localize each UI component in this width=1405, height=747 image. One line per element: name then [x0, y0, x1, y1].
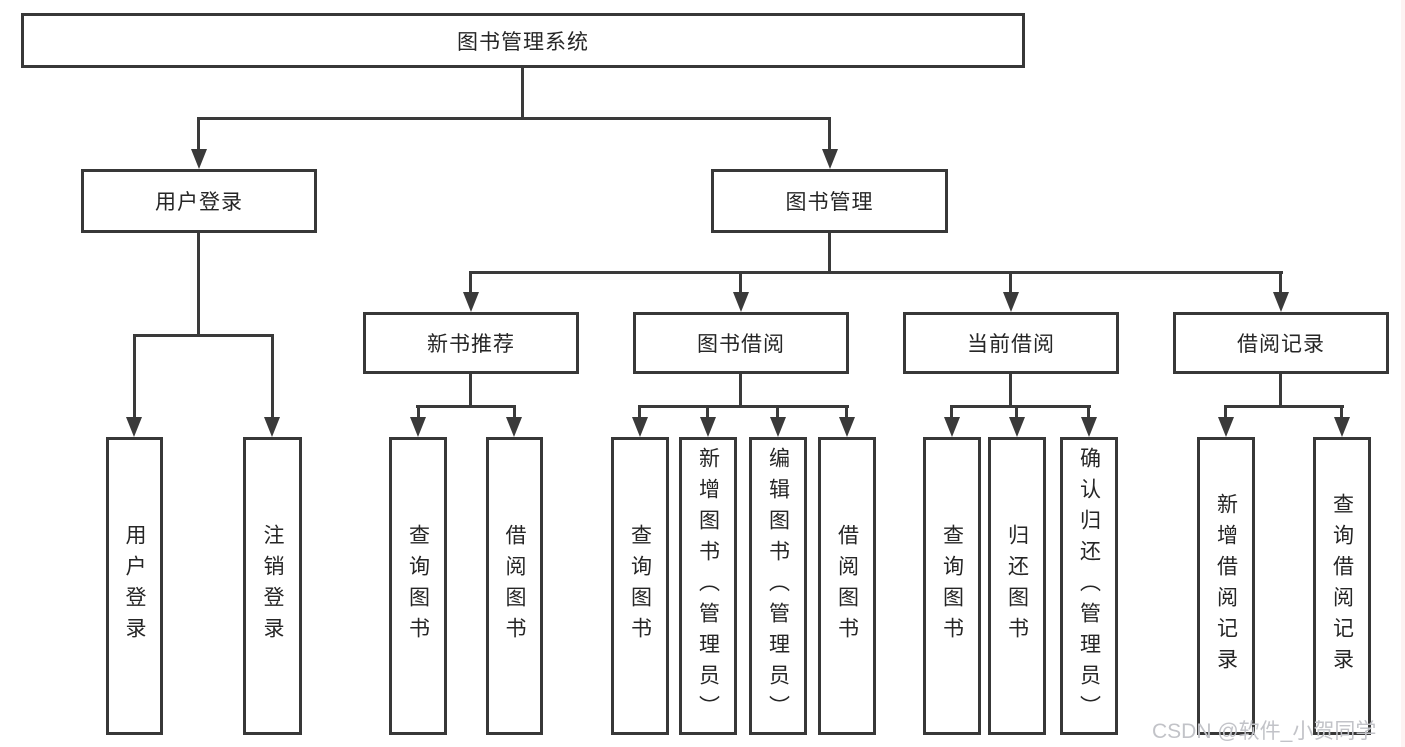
connector-book-management-stem: [828, 233, 831, 273]
leaf-label: 新增图书（管理员）: [696, 446, 720, 726]
leaf-label: 查询图书: [628, 524, 652, 648]
leaf-confirm-return-admin: 确认归还（管理员）: [1060, 437, 1118, 735]
connector-borrow-records-split: [1224, 405, 1344, 408]
arrowhead-leaf: [1218, 417, 1234, 437]
connector-stem-leaf: [513, 405, 516, 421]
arrowhead-leaf-user-login: [126, 417, 142, 437]
connector-stem-leaf: [1340, 405, 1343, 421]
leaf-label: 确认归还（管理员）: [1077, 446, 1101, 726]
connector-borrow-records-stem: [1279, 374, 1282, 408]
node-user-login: 用户登录: [81, 169, 317, 233]
node-book-borrow: 图书借阅: [633, 312, 849, 374]
leaf-query-books-current: 查询图书: [923, 437, 981, 735]
leaf-label: 注销登录: [261, 524, 284, 648]
connector-root-split: [197, 117, 831, 120]
connector-book-borrow-split: [638, 405, 849, 408]
arrowhead-leaf: [506, 417, 522, 437]
leaf-label: 查询图书: [940, 524, 964, 648]
leaf-label: 用户登录: [123, 524, 146, 648]
connector-current-borrow-stem: [1009, 374, 1012, 408]
connector-stem-leaf: [776, 405, 779, 421]
arrowhead-new-book: [463, 292, 479, 312]
arrowhead-borrow-records: [1273, 292, 1289, 312]
connector-book-borrow-stem: [739, 374, 742, 408]
connector-stem-leaf: [845, 405, 848, 421]
node-current-borrow: 当前借阅: [903, 312, 1119, 374]
leaf-add-books-admin: 新增图书（管理员）: [679, 437, 737, 735]
watermark: CSDN @软件_小贺同学: [1152, 720, 1377, 743]
right-edge-tint: [1401, 0, 1405, 747]
connector-stem-current-borrow: [1009, 271, 1012, 295]
arrowhead-leaf: [1009, 417, 1025, 437]
leaf-query-borrow-record: 查询借阅记录: [1313, 437, 1371, 735]
connector-stem-leaf-user-login: [133, 334, 136, 419]
arrowhead-leaf: [1334, 417, 1350, 437]
connector-user-login-split: [133, 334, 274, 337]
leaf-label: 编辑图书（管理员）: [766, 446, 790, 726]
connector-stem-book-management: [828, 117, 831, 152]
connector-new-book-split: [416, 405, 516, 408]
connector-stem-leaf: [706, 405, 709, 421]
leaf-borrow-books: 借阅图书: [818, 437, 876, 735]
arrowhead-book-management: [822, 149, 838, 169]
arrowhead-leaf-logout: [264, 417, 280, 437]
leaf-query-books-borrow: 查询图书: [611, 437, 669, 735]
node-label: 图书管理: [785, 191, 874, 214]
leaf-label: 归还图书: [1005, 524, 1029, 648]
connector-stem-leaf: [1224, 405, 1227, 421]
node-label: 图书管理系统: [457, 30, 589, 54]
connector-user-login-stem: [197, 233, 200, 336]
node-label: 当前借阅: [967, 333, 1055, 356]
connector-stem-user-login: [197, 117, 200, 152]
arrowhead-leaf: [1081, 417, 1097, 437]
leaf-return-books: 归还图书: [988, 437, 1046, 735]
node-label: 新书推荐: [427, 333, 515, 356]
connector-stem-leaf: [417, 405, 420, 421]
leaf-logout-login: 注销登录: [243, 437, 302, 735]
leaf-borrow-books-recommend: 借阅图书: [486, 437, 543, 735]
connector-new-book-stem: [469, 374, 472, 408]
connector-stem-leaf: [1087, 405, 1090, 421]
node-root-library-system: 图书管理系统: [21, 13, 1025, 68]
leaf-label: 借阅图书: [835, 524, 859, 648]
connector-stem-borrow-records: [1279, 271, 1282, 295]
arrowhead-leaf: [632, 417, 648, 437]
connector-current-borrow-split: [950, 405, 1091, 408]
arrowhead-leaf: [410, 417, 426, 437]
node-label: 借阅记录: [1237, 333, 1325, 356]
node-new-book-recommend: 新书推荐: [363, 312, 579, 374]
leaf-add-borrow-record: 新增借阅记录: [1197, 437, 1255, 735]
connector-stem-leaf: [1015, 405, 1018, 421]
node-label: 用户登录: [155, 191, 243, 214]
arrowhead-current-borrow: [1003, 292, 1019, 312]
leaf-label: 查询图书: [406, 524, 430, 648]
node-borrow-records: 借阅记录: [1173, 312, 1389, 374]
arrowhead-leaf: [839, 417, 855, 437]
leaf-edit-books-admin: 编辑图书（管理员）: [749, 437, 807, 735]
connector-book-management-split: [469, 271, 1283, 274]
connector-root-stem: [521, 68, 524, 119]
node-book-management: 图书管理: [711, 169, 948, 233]
leaf-query-books-recommend: 查询图书: [389, 437, 447, 735]
connector-stem-book-borrow: [739, 271, 742, 295]
arrowhead-book-borrow: [733, 292, 749, 312]
connector-stem-leaf: [950, 405, 953, 421]
arrowhead-leaf: [944, 417, 960, 437]
leaf-user-login: 用户登录: [106, 437, 163, 735]
arrowhead-leaf: [700, 417, 716, 437]
connector-stem-leaf-logout: [271, 334, 274, 419]
connector-stem-new-book: [469, 271, 472, 295]
leaf-label: 借阅图书: [503, 524, 526, 648]
arrowhead-user-login: [191, 149, 207, 169]
arrowhead-leaf: [770, 417, 786, 437]
leaf-label: 查询借阅记录: [1330, 493, 1354, 679]
connector-stem-leaf: [638, 405, 641, 421]
node-label: 图书借阅: [697, 333, 785, 356]
leaf-label: 新增借阅记录: [1214, 493, 1238, 679]
